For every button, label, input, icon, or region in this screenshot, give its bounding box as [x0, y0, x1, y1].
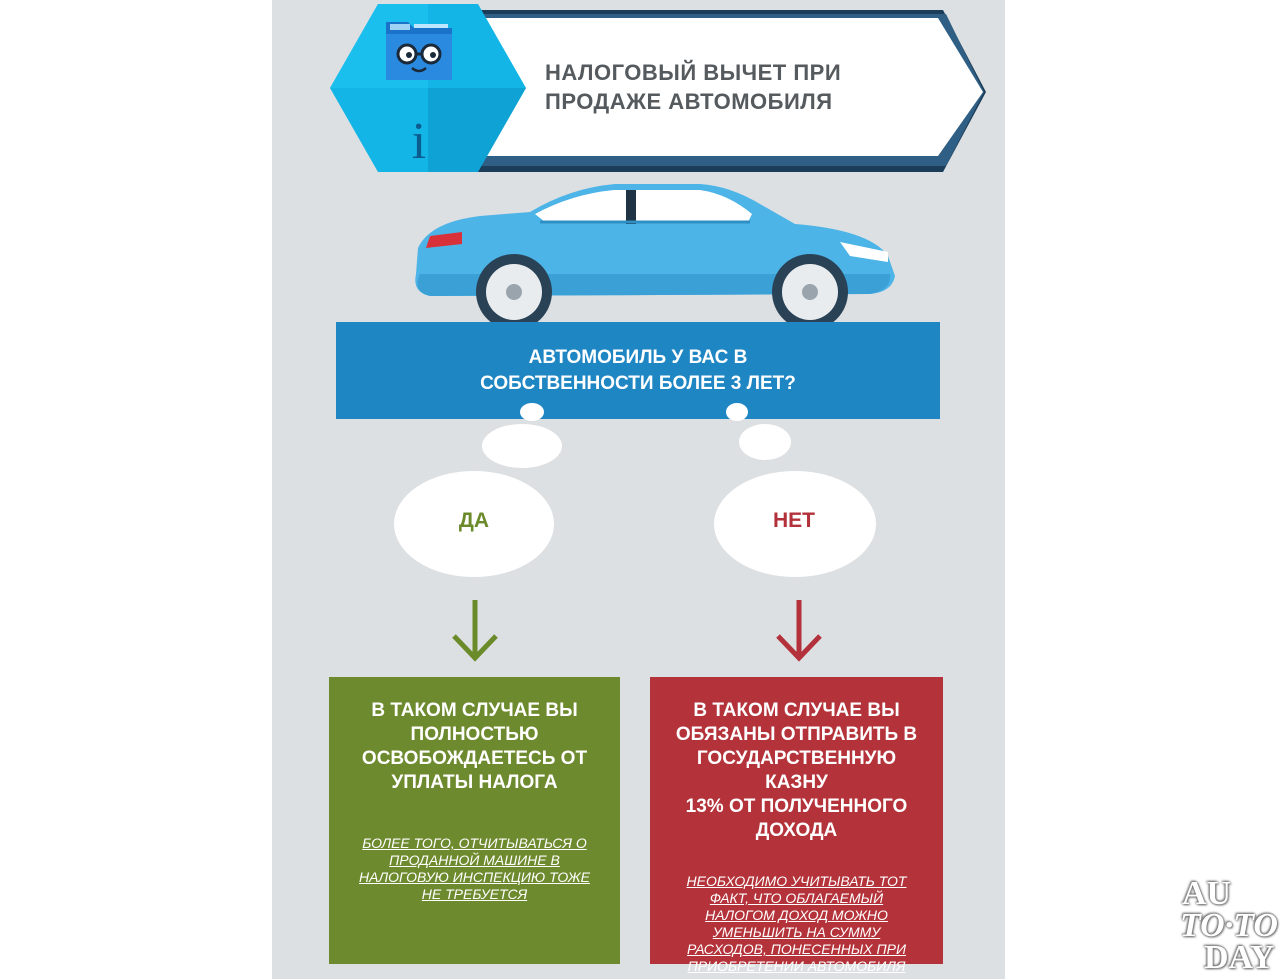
- no-bubble-large: [714, 471, 876, 577]
- info-icon: i: [412, 113, 426, 170]
- title-line-2: ПРОДАЖЕ АВТОМОБИЛЯ: [545, 89, 833, 114]
- autotoday-logo: AU TO·TO DAY: [1150, 876, 1280, 979]
- arrow-down-icon: [776, 600, 822, 662]
- yes-note-line: БОЛЕЕ ТОГО, ОТЧИТЫВАТЬСЯ О: [362, 835, 587, 851]
- yes-main-line: ОСВОБОЖДАЕТЕСЬ ОТ: [361, 748, 588, 769]
- no-bubble-medium: [739, 424, 791, 460]
- answer-no: НЕТ: [773, 509, 815, 532]
- yes-result-text: В ТАКОМ СЛУЧАЕ ВЫ ПОЛНОСТЬЮ ОСВОБОЖДАЕТЕ…: [347, 699, 602, 795]
- no-result-text: В ТАКОМ СЛУЧАЕ ВЫ ОБЯЗАНЫ ОТПРАВИТЬ В ГО…: [668, 699, 925, 843]
- no-note-line: ПРИОБРЕТЕНИИ АВТОМОБИЛЯ: [687, 958, 906, 974]
- question-bar: АВТОМОБИЛЬ У ВАС В СОБСТВЕННОСТИ БОЛЕЕ 3…: [336, 322, 940, 419]
- yes-result-box: В ТАКОМ СЛУЧАЕ ВЫ ПОЛНОСТЬЮ ОСВОБОЖДАЕТЕ…: [329, 677, 620, 964]
- no-main-line: 13% ОТ ПОЛУЧЕННОГО: [685, 796, 908, 817]
- no-note-line: УМЕНЬШИТЬ НА СУММУ: [712, 924, 881, 940]
- question-line-1: АВТОМОБИЛЬ У ВАС В: [528, 346, 748, 368]
- yes-note-text: БОЛЕЕ ТОГО, ОТЧИТЫВАТЬСЯ О ПРОДАННОЙ МАШ…: [347, 835, 602, 903]
- no-main-line: ОБЯЗАНЫ ОТПРАВИТЬ В: [675, 724, 918, 745]
- yes-note-line: ПРОДАННОЙ МАШИНЕ В: [389, 852, 560, 868]
- logo-line-2: TO·TO: [1180, 907, 1278, 944]
- yes-note-line: НЕ ТРЕБУЕТСЯ: [421, 886, 528, 902]
- yes-main-line: УПЛАТЫ НАЛОГА: [391, 772, 558, 793]
- no-note-line: НЕОБХОДИМО УЧИТЫВАТЬ ТОТ: [686, 873, 907, 889]
- logo-line-1: AU: [1182, 875, 1232, 912]
- car-illustration: [415, 184, 895, 330]
- title-line-1: НАЛОГОВЫЙ ВЫЧЕТ ПРИ: [545, 60, 842, 85]
- arrow-down-icon: [452, 600, 498, 662]
- yes-bubble-medium: [482, 424, 562, 468]
- page-title: НАЛОГОВЫЙ ВЫЧЕТ ПРИ ПРОДАЖЕ АВТОМОБИЛЯ: [545, 58, 945, 116]
- no-bubble-small: [726, 403, 748, 421]
- answer-yes: ДА: [458, 509, 490, 532]
- yes-main-line: ПОЛНОСТЬЮ: [410, 724, 539, 745]
- no-main-line: ДОХОДА: [755, 820, 838, 841]
- no-note-line: НАЛОГОМ ДОХОД МОЖНО: [705, 907, 888, 923]
- yes-main-line: В ТАКОМ СЛУЧАЕ ВЫ: [371, 700, 578, 721]
- no-note-line: ФАКТ, ЧТО ОБЛАГАЕМЫЙ: [709, 890, 884, 906]
- no-note-line: РАСХОДОВ, ПОНЕСЕННЫХ ПРИ: [686, 941, 907, 957]
- question-text: АВТОМОБИЛЬ У ВАС В СОБСТВЕННОСТИ БОЛЕЕ 3…: [480, 345, 796, 397]
- thought-bubbles: [394, 403, 876, 577]
- no-main-line: ГОСУДАРСТВЕННУЮ КАЗНУ: [696, 748, 897, 793]
- yes-note-line: НАЛОГОВУЮ ИНСПЕКЦИЮ ТОЖЕ: [359, 869, 590, 885]
- title-banner: [478, 18, 983, 156]
- folder-mascot-icon: [386, 22, 452, 80]
- no-note-text: НЕОБХОДИМО УЧИТЫВАТЬ ТОТ ФАКТ, ЧТО ОБЛАГ…: [668, 873, 925, 975]
- no-result-box: В ТАКОМ СЛУЧАЕ ВЫ ОБЯЗАНЫ ОТПРАВИТЬ В ГО…: [650, 677, 943, 974]
- yes-bubble-small: [520, 403, 544, 421]
- logo-line-3: DAY: [1204, 939, 1275, 976]
- no-main-line: В ТАКОМ СЛУЧАЕ ВЫ: [693, 700, 900, 721]
- question-line-2: СОБСТВЕННОСТИ БОЛЕЕ 3 ЛЕТ?: [480, 372, 796, 394]
- header-graphic: i: [330, 4, 986, 172]
- yes-bubble-large: [394, 471, 554, 577]
